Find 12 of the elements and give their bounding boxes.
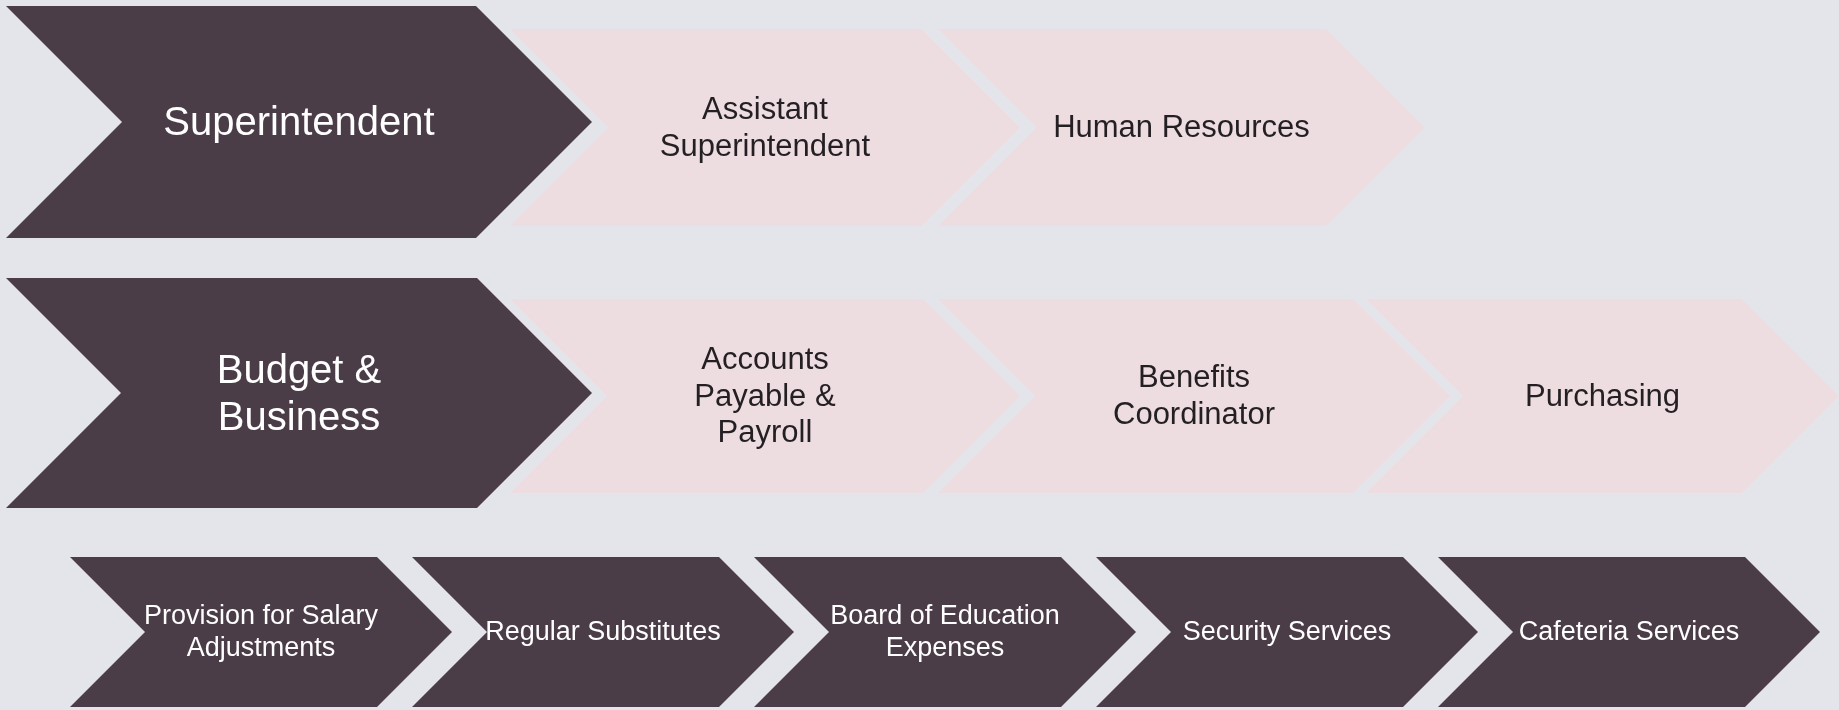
chevron-label: Provision for Salary Adjustments: [142, 600, 380, 664]
chevron-label: Superintendent: [163, 98, 435, 146]
chevron-label: Board of Education Expenses: [829, 600, 1061, 664]
chevron-label: Accounts Payable & Payroll: [693, 341, 837, 451]
chevron-label: Assistant Superintendent: [658, 90, 872, 165]
chevron-label: Budget & Business: [215, 345, 383, 440]
chevron-label: Security Services: [1182, 616, 1392, 648]
chevron-label: Purchasing: [1524, 377, 1681, 415]
chevron-label: Regular Substitutes: [485, 616, 721, 648]
chevron-label: Benefits Coordinator: [1112, 359, 1276, 433]
chevron-label: Cafeteria Services: [1518, 616, 1740, 648]
chevron-label: Human Resources: [1053, 109, 1310, 146]
